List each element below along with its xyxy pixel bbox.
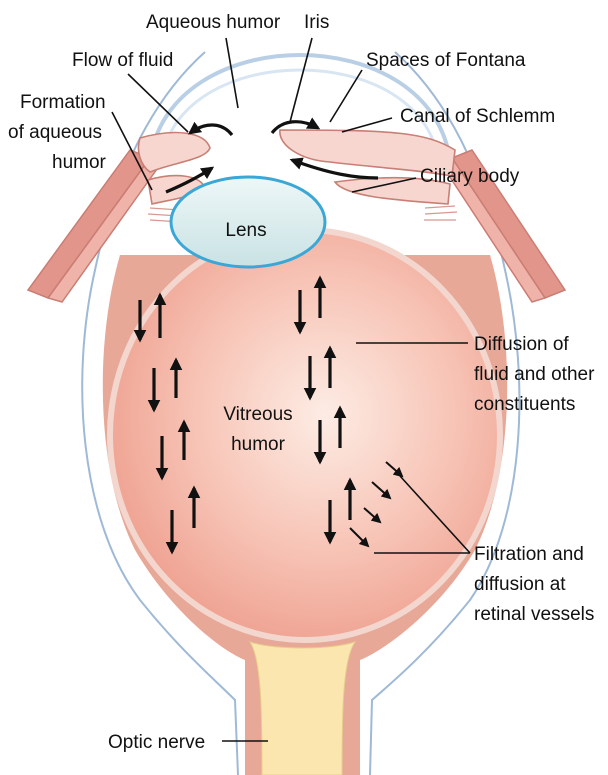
- label-diffusion-2: fluid and other: [474, 364, 595, 385]
- label-ciliary-body: Ciliary body: [420, 166, 520, 187]
- label-vitreous-1: Vitreous: [223, 404, 292, 425]
- label-optic-nerve: Optic nerve: [108, 732, 205, 753]
- label-formation-1: Formation: [20, 92, 106, 113]
- label-spaces-of-fontana: Spaces of Fontana: [366, 50, 526, 71]
- vitreous-body: [110, 230, 500, 640]
- label-iris: Iris: [304, 12, 329, 33]
- label-lens: Lens: [225, 220, 266, 241]
- label-filtration-1: Filtration and: [474, 544, 584, 565]
- label-diffusion-1: Diffusion of: [474, 334, 569, 355]
- label-filtration-2: diffusion at: [474, 574, 566, 595]
- label-formation-3: humor: [52, 152, 107, 173]
- label-flow-of-fluid: Flow of fluid: [72, 50, 173, 71]
- optic-nerve: [250, 642, 355, 775]
- label-aqueous-humor: Aqueous humor: [146, 12, 281, 33]
- label-canal-of-schlemm: Canal of Schlemm: [400, 106, 555, 127]
- label-formation-2: of aqueous: [8, 122, 102, 143]
- label-diffusion-3: constituents: [474, 394, 575, 415]
- label-vitreous-2: humor: [231, 434, 286, 455]
- label-filtration-3: retinal vessels: [474, 604, 594, 625]
